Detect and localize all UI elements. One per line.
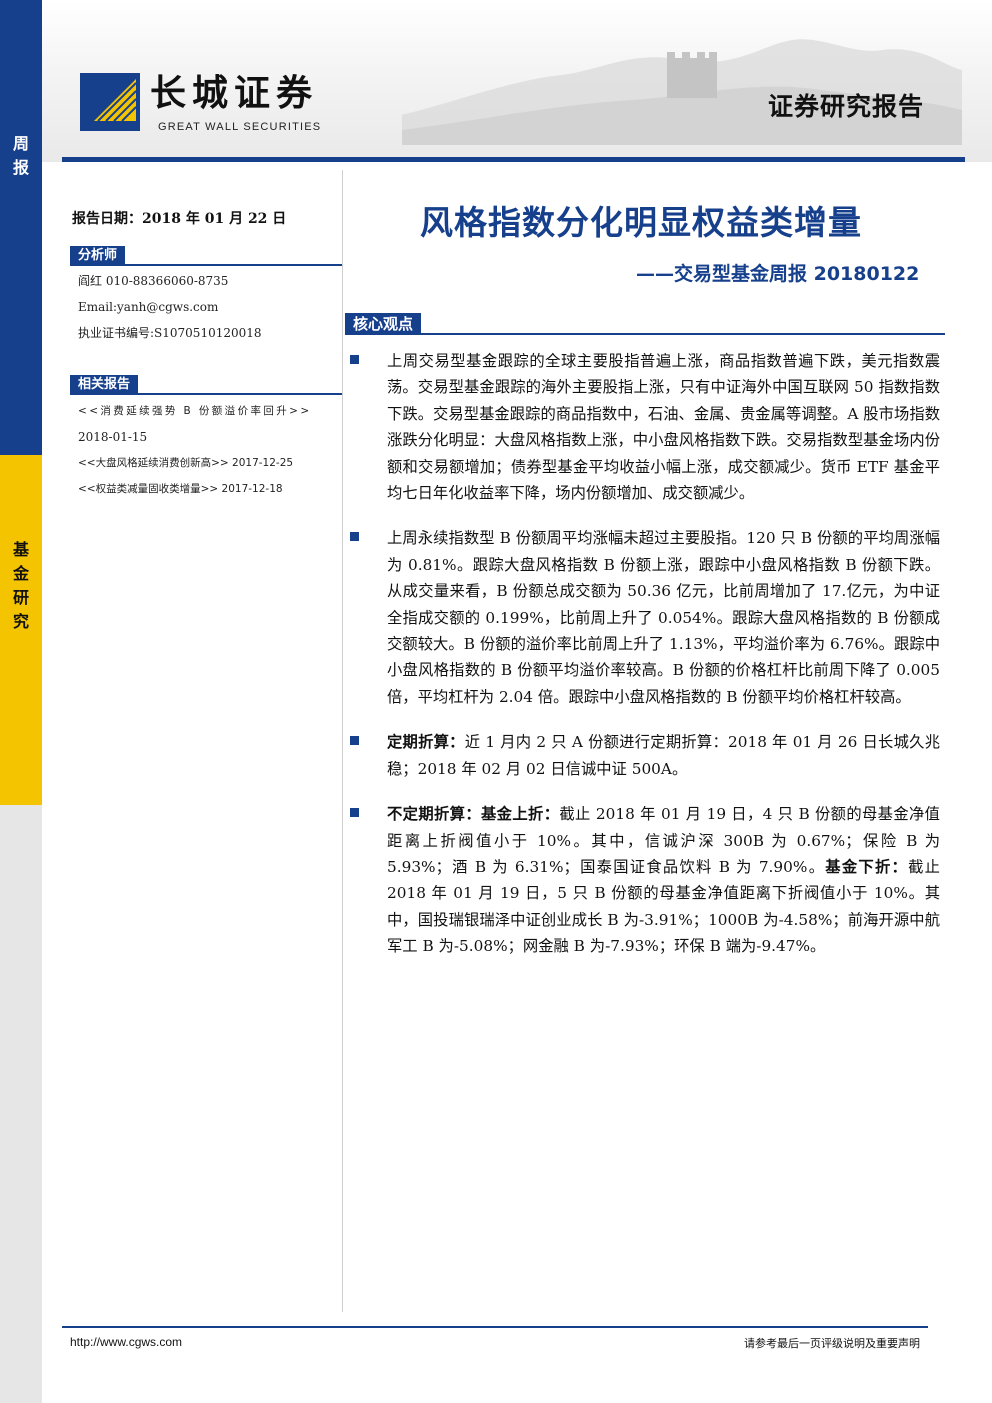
report-title: 风格指数分化明显权益类增量 (420, 203, 862, 242)
bullet-square-icon (350, 808, 359, 818)
related-report-link[interactable]: <<消费延续强势 B 份额溢价率回升>> (78, 405, 312, 417)
list-item: 定期折算：近 1 月内 2 只 A 份额进行定期折算：2018 年 01 月 2… (350, 729, 940, 782)
category-char: 报 (12, 158, 29, 177)
analyst-email: Email:yanh@cgws.com (78, 300, 219, 314)
analyst-license: 执业证书编号:S1070510120018 (78, 326, 262, 340)
related-report-date: 2018-01-15 (78, 430, 148, 444)
bullet-square-icon (350, 355, 359, 364)
great-wall-logo-icon (80, 73, 140, 131)
brand-name-cn: 长城证券 (150, 72, 319, 114)
section-char: 基 (12, 540, 29, 559)
bullet-sublead: 基金下折： (825, 857, 909, 876)
related-report-link[interactable]: <<权益类减量固收类增量>> 2017-12-18 (78, 483, 283, 495)
footer-disclaimer: 请参考最后一页评级说明及重要声明 (744, 1337, 920, 1350)
related-report-link[interactable]: <<大盘风格延续消费创新高>> 2017-12-25 (78, 457, 294, 469)
side-strip-blue (0, 0, 42, 455)
header-divider (62, 157, 965, 162)
page-header: 长城证券 GREAT WALL SECURITIES 证券研究报告 (42, 0, 992, 162)
section-char: 研 (12, 588, 29, 607)
core-view-heading: 核心观点 (345, 313, 945, 335)
category-label: 周 报 (0, 132, 42, 180)
bullet-text: 上周永续指数型 B 份额周平均涨幅未超过主要股指。120 只 B 份额的平均周涨… (387, 529, 940, 706)
related-reports-label: 相关报告 (70, 375, 139, 395)
bullet-lead: 定期折算： (387, 733, 465, 752)
analyst-contact: 阎红 010-88366060-8735 (78, 274, 229, 288)
column-divider (342, 170, 343, 1312)
great-wall-background-image (402, 39, 962, 145)
list-item: 上周永续指数型 B 份额周平均涨幅未超过主要股指。120 只 B 份额的平均周涨… (350, 525, 940, 710)
category-char: 周 (12, 134, 29, 153)
related-reports-rule (70, 393, 342, 395)
analyst-heading: 分析师 (70, 246, 342, 266)
section-char: 究 (12, 612, 29, 631)
bullet-square-icon (350, 736, 359, 746)
side-strip-yellow (0, 455, 42, 805)
bullet-text: 截止 2018 年 01 月 19 日，5 只 B 份额的母基金净值距离下折阀值… (387, 857, 940, 956)
analyst-heading-rule (70, 264, 342, 266)
core-view-list: 上周交易型基金跟踪的全球主要股指普遍上涨，商品指数普遍下跌，美元指数震荡。交易型… (350, 348, 940, 979)
bullet-square-icon (350, 532, 359, 542)
core-view-rule (345, 333, 945, 335)
bullet-lead: 不定期折算： (387, 805, 482, 824)
analyst-heading-label: 分析师 (70, 246, 126, 266)
section-char: 金 (12, 564, 29, 583)
list-item: 上周交易型基金跟踪的全球主要股指普遍上涨，商品指数普遍下跌，美元指数震荡。交易型… (350, 348, 940, 506)
report-date: 报告日期：2018 年 01 月 22 日 (72, 211, 287, 227)
list-item: 不定期折算：基金上折：截止 2018 年 01 月 19 日，4 只 B 份额的… (350, 801, 940, 959)
brand-name-en: GREAT WALL SECURITIES (158, 121, 322, 133)
bullet-text: 截止 2018 年 01 月 19 日，4 只 B 份额的母基金净值距离上折阀值… (387, 805, 940, 876)
bullet-sublead: 基金上折： (481, 805, 560, 824)
core-view-label: 核心观点 (345, 313, 422, 335)
bullet-text: 上周交易型基金跟踪的全球主要股指普遍上涨，商品指数普遍下跌，美元指数震荡。交易型… (387, 352, 940, 503)
related-reports-heading: 相关报告 (70, 375, 342, 395)
footer-divider (62, 1326, 928, 1328)
footer-url-link[interactable]: http://www.cgws.com (70, 1335, 183, 1349)
report-type-label: 证券研究报告 (768, 92, 925, 121)
report-subtitle: ——交易型基金周报 20180122 (636, 263, 920, 285)
section-label: 基 金 研 究 (0, 538, 42, 634)
bullet-text: 近 1 月内 2 只 A 份额进行定期折算：2018 年 01 月 26 日长城… (387, 733, 940, 778)
